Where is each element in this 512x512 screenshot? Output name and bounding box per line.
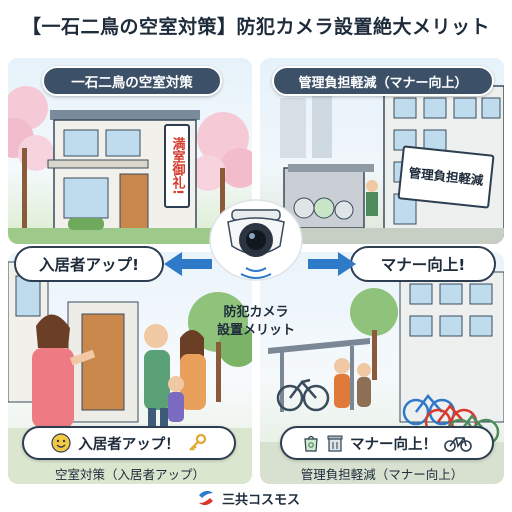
apartment-scene xyxy=(260,85,504,244)
security-camera-icon xyxy=(209,199,303,281)
arrow-left-icon xyxy=(164,252,212,276)
management-burden-sign: 管理負担軽減 xyxy=(397,145,495,209)
camera-benefit-line1: 防犯カメラ xyxy=(223,305,289,320)
company-name: 三共コスモス xyxy=(222,492,301,508)
management-burden-label: 管理負担軽減（マナー向上） xyxy=(272,66,494,96)
manners-up-benefit: マナー向上！ xyxy=(280,426,494,460)
arrow-right-icon xyxy=(308,252,356,276)
trash-can-icon xyxy=(327,433,343,453)
company-logo: 三共コスモス xyxy=(196,487,300,509)
logo-mark-icon xyxy=(199,490,213,506)
camera-benefit-label: 防犯カメラ 設置メリット xyxy=(196,304,316,339)
full-occupancy-sign: 満室御礼! xyxy=(164,124,190,208)
management-caption: 管理負担軽減（マナー向上） xyxy=(300,467,464,482)
manners-up-callout: マナー向上! xyxy=(350,246,496,282)
vacancy-measures-label: 一石二鳥の空室対策 xyxy=(42,66,222,96)
residents-up-callout: 入居者アップ! xyxy=(14,246,164,282)
key-icon xyxy=(187,433,207,453)
bicycle-icon xyxy=(444,434,472,452)
smile-icon xyxy=(51,433,71,453)
vacancy-caption: 空室対策（入居者アップ） xyxy=(54,467,205,482)
recycle-bag-icon xyxy=(302,433,320,453)
camera-benefit-line2: 設置メリット xyxy=(216,322,295,338)
page-title: 【一石二鳥の空室対策】防犯カメラ設置絶大メリット xyxy=(21,16,490,38)
residents-up-benefit: 入居者アップ！ xyxy=(22,426,236,460)
manners-up-text: マナー向上！ xyxy=(350,436,437,453)
residents-up-text: 入居者アップ！ xyxy=(78,436,180,453)
